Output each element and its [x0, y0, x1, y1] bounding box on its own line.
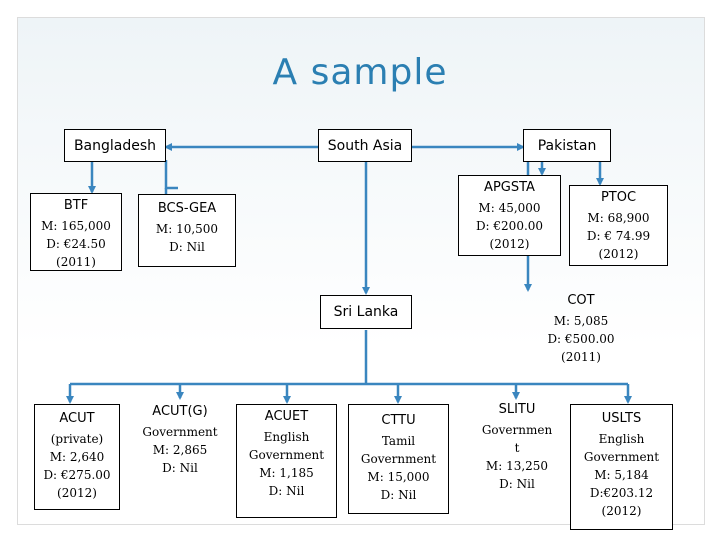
node-acut-line: (private) [50, 432, 104, 446]
node-cttu: CTTU Tamil Government M: 15,000 D: Nil [348, 404, 449, 514]
node-ptoc-line: D: € 74.99 [586, 229, 651, 243]
node-bangladesh-label: Bangladesh [73, 137, 157, 154]
node-cot-line: D: €500.00 [547, 332, 615, 346]
node-acut-g-line: Government [142, 425, 218, 439]
node-ptoc-line: (2012) [598, 247, 639, 261]
node-apgsta: APGSTA M: 45,000 D: €200.00 (2012) [458, 175, 561, 256]
node-sri-lanka: Sri Lanka [320, 295, 412, 329]
node-uslts-line: (2012) [601, 504, 642, 518]
node-south-asia: South Asia [318, 129, 412, 162]
node-acut-g-name: ACUT(G) [152, 404, 208, 419]
node-uslts-line: Government [583, 450, 660, 464]
node-acut: ACUT (private) M: 2,640 D: €275.00 (2012… [34, 404, 120, 510]
node-cot-name: COT [567, 293, 595, 308]
node-cttu-line: Tamil [381, 434, 416, 448]
node-cttu-line: D: Nil [380, 488, 417, 502]
node-acut-line: D: €275.00 [43, 468, 111, 482]
node-acuet-line: M: 1,185 [259, 466, 314, 480]
node-pakistan-label: Pakistan [537, 137, 597, 154]
node-slitu-line: M: 13,250 [485, 459, 549, 473]
node-bcs-gea-line: D: Nil [169, 240, 205, 254]
node-btf: BTF M: 165,000 D: €24.50 (2011) [30, 193, 122, 271]
node-apgsta-line: (2012) [489, 237, 530, 251]
node-apgsta-line: M: 45,000 [478, 201, 541, 215]
node-ptoc-line: M: 68,900 [587, 211, 650, 225]
node-slitu-line: D: Nil [499, 477, 535, 491]
node-uslts-line: English [598, 432, 645, 446]
node-south-asia-label: South Asia [327, 137, 403, 154]
node-acuet-line: D: Nil [268, 484, 305, 498]
connector-bangladesh-bcsgea [164, 160, 178, 190]
node-slitu: SLITU Governmen t M: 13,250 D: Nil [469, 400, 565, 496]
node-cot-line: M: 5,085 [553, 314, 609, 328]
node-acuet: ACUET English Government M: 1,185 D: Nil [236, 404, 337, 518]
node-cttu-line: Government [360, 452, 437, 466]
node-uslts: USLTS English Government M: 5,184 D:€203… [570, 404, 673, 530]
node-acuet-line: English [263, 430, 310, 444]
node-acut-line: (2012) [57, 486, 97, 500]
node-acut-line: M: 2,640 [49, 450, 105, 464]
node-btf-line: (2011) [56, 255, 96, 269]
node-acut-name: ACUT [59, 411, 95, 426]
node-ptoc-name: PTOC [600, 190, 637, 205]
node-uslts-name: USLTS [601, 411, 642, 426]
node-bcs-gea-line: M: 10,500 [155, 222, 219, 236]
slide-title: A sample [272, 52, 448, 93]
node-slitu-name: SLITU [498, 402, 536, 417]
node-btf-line: M: 165,000 [41, 219, 111, 233]
node-acuet-name: ACUET [264, 409, 309, 424]
node-apgsta-line: D: €200.00 [475, 219, 544, 233]
node-slitu-line: t [514, 441, 520, 455]
node-uslts-line: M: 5,184 [594, 468, 649, 482]
node-btf-line: D: €24.50 [46, 237, 106, 251]
node-pakistan: Pakistan [523, 129, 611, 162]
node-cttu-name: CTTU [381, 413, 416, 428]
node-acut-g-line: D: Nil [162, 461, 198, 475]
node-apgsta-name: APGSTA [484, 180, 535, 195]
node-cttu-line: M: 15,000 [367, 470, 430, 484]
node-btf-name: BTF [63, 198, 89, 213]
node-sri-lanka-label: Sri Lanka [333, 304, 399, 320]
node-bcs-gea-name: BCS-GEA [157, 201, 217, 216]
node-acuet-line: Government [248, 448, 325, 462]
node-bcs-gea: BCS-GEA M: 10,500 D: Nil [138, 194, 236, 267]
node-acut-g: ACUT(G) Government M: 2,865 D: Nil [130, 402, 230, 482]
node-ptoc: PTOC M: 68,900 D: € 74.99 (2012) [569, 185, 668, 266]
node-cot-line: (2011) [561, 350, 601, 364]
node-cot: COT M: 5,085 D: €500.00 (2011) [533, 291, 629, 367]
node-uslts-line: D:€203.12 [589, 486, 654, 500]
node-slitu-line: Governmen [481, 423, 553, 437]
node-acut-g-line: M: 2,865 [152, 443, 208, 457]
node-bangladesh: Bangladesh [64, 129, 166, 162]
